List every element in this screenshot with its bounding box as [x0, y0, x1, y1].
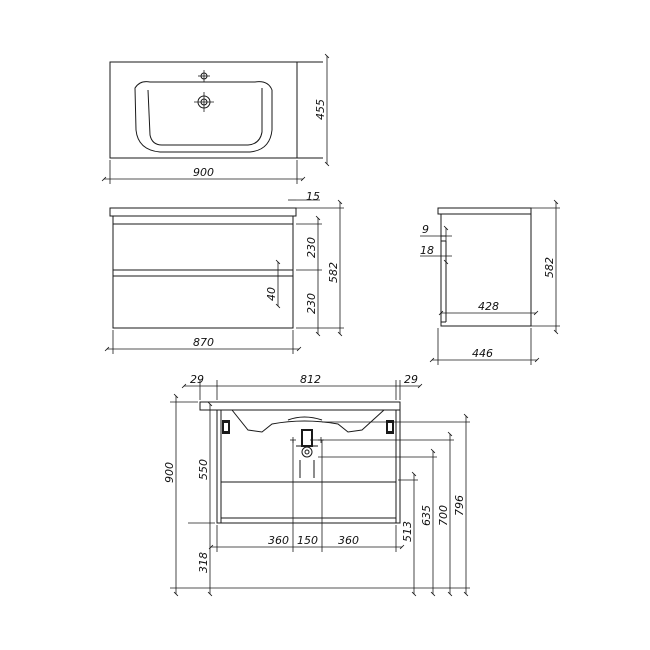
dim-install-upper-height: 550 — [197, 459, 210, 480]
dim-front-width: 870 — [193, 336, 214, 349]
dim-top-width: 900 — [193, 166, 214, 179]
dim-front-drawer-lower: 230 — [305, 293, 318, 314]
basin-bowl — [134, 81, 273, 153]
dim-side-height: 582 — [543, 257, 556, 278]
dim-install-seg-right: 360 — [338, 534, 359, 547]
dim-front-drawer-gap: 40 — [265, 287, 278, 301]
install-countertop — [199, 401, 401, 411]
front-view: 15 230 230 582 40 870 — [104, 190, 344, 354]
dim-install-right-inset: 29 — [404, 373, 418, 386]
dim-side-gap: 18 — [420, 244, 434, 257]
installation-view: 29 812 29 900 550 318 360 150 360 513 63… — [163, 373, 470, 597]
dim-install-seg-mid: 150 — [297, 534, 318, 547]
basin-outline — [109, 61, 298, 159]
countertop — [109, 207, 297, 217]
dim-install-level-635: 635 — [420, 505, 433, 526]
dim-front-overhang: 15 — [306, 190, 320, 203]
dim-install-seg-left: 360 — [268, 534, 289, 547]
side-view: 9 18 582 428 446 — [420, 199, 560, 365]
dim-side-top-thickness: 9 — [422, 223, 429, 236]
dim-top-depth: 455 — [314, 99, 327, 120]
dim-install-floor-clearance: 318 — [197, 552, 210, 573]
dim-install-level-513: 513 — [401, 521, 414, 542]
top-view: 900 455 — [101, 53, 330, 184]
dim-side-total-depth: 446 — [472, 347, 493, 360]
side-countertop — [437, 207, 532, 215]
cabinet-body — [112, 215, 294, 329]
install-basin-profile — [231, 409, 385, 433]
dim-front-drawer-upper: 230 — [305, 237, 318, 258]
siphon-icon — [290, 429, 324, 478]
dim-install-total-height: 900 — [163, 462, 176, 483]
dim-install-level-796: 796 — [453, 495, 466, 516]
side-body — [440, 213, 532, 327]
dim-install-level-700: 700 — [437, 505, 450, 526]
dim-install-left-inset: 29 — [190, 373, 204, 386]
dim-front-height: 582 — [327, 262, 340, 283]
dim-install-inner-width: 812 — [300, 373, 321, 386]
dim-side-body-depth: 428 — [478, 300, 499, 313]
